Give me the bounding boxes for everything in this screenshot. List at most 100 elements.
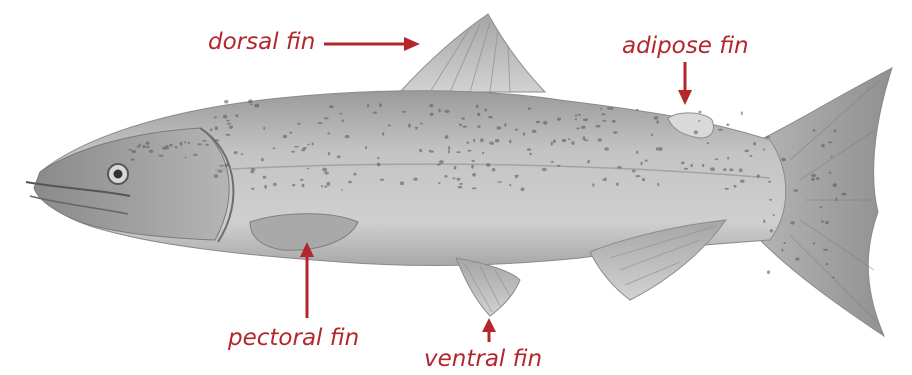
fish-spot [718,129,723,131]
dorsal-fin-label: dorsal fin [208,31,315,54]
fish-spot [175,146,178,148]
fish-spot [489,142,494,145]
adipose-fin-label: adipose fin [622,35,749,58]
fish-spot [611,107,614,110]
fish-spot [768,181,771,183]
fish-spot [302,184,305,187]
fish-spot [226,134,231,136]
fish-spot [828,142,833,144]
fish-spot [307,144,309,146]
fish-spot [527,148,531,150]
fish-spot [769,199,772,201]
fish-spot [529,153,531,156]
fish-spot [149,150,153,153]
fish-spot [301,148,305,151]
fish-spot [439,160,444,164]
fish-spot [584,139,589,141]
fish-spot [294,146,299,148]
fish-spot [515,175,518,178]
fish-spot [289,132,292,134]
fish-spot [781,249,783,252]
fish-spot [723,168,727,171]
fish-spot [528,107,531,109]
fish-spot [575,118,577,120]
fish-spot [562,139,566,142]
fish-spot [763,220,765,223]
fish-spot [823,249,828,251]
fish-spot [550,161,554,163]
fish-spot [169,144,173,147]
fish-spot [602,120,606,122]
fish-spot [656,120,658,124]
fish-spot [218,170,223,172]
fish-spot [180,143,182,146]
dorsal-fin-shape [400,14,545,92]
fish-spot [229,126,233,129]
fish-spot [251,188,254,190]
fish-spot [773,214,775,216]
fish-spot [482,152,484,154]
fish-spot [811,178,815,181]
fish-spot [473,139,475,142]
fish-spot [707,142,709,144]
fish-spot [456,151,461,153]
fish-spot [382,132,384,136]
fish-spot [185,157,187,159]
fish-spot [813,242,815,244]
fish-spot [725,188,729,190]
fish-spot [612,120,616,123]
fish-spot [753,142,756,145]
fish-spot [471,165,474,169]
fish-spot [821,220,824,222]
fish-spot [795,258,799,261]
fish-spot [402,111,406,113]
dorsal-fin-arrow [324,37,420,51]
fish-spot [454,166,457,170]
fish-spot [833,183,837,187]
fish-spot [365,146,367,149]
fish-spot [193,154,197,156]
fish-spot [128,149,131,151]
fish-spot [757,174,760,177]
fish-spot [444,110,449,113]
fish-spot [825,221,829,224]
ventral-fin-arrow [482,318,496,342]
fish-spot [342,119,344,122]
fish-spot [438,109,440,113]
fish-spot [388,124,391,126]
fish-spot [345,135,350,138]
fish-spot [312,143,314,146]
fish-spot [159,155,164,157]
fish-spot [205,144,208,146]
fish-spot [495,139,500,142]
fish-spot [415,127,419,129]
fish-spot [448,146,450,150]
fish-spot [835,198,837,202]
fish-spot [131,159,135,161]
fish-spot [820,206,822,209]
fish-spot [348,181,352,184]
fish-spot [749,155,752,157]
fish-spot [715,158,719,160]
fish-spot [766,136,770,138]
fish-spot [136,146,140,148]
fish-spot [234,151,238,154]
fish-spot [739,168,743,172]
fish-spot [617,166,622,168]
fish-spot [770,229,773,232]
fish-spot [273,147,276,149]
fish-spot [430,113,434,116]
fish-spot [472,187,477,189]
fish-spot [826,263,829,265]
fish-spot [263,127,265,130]
fish-spot [457,178,461,181]
fish-spot [445,135,449,139]
fish-spot [452,178,455,180]
fish-spot [645,160,648,162]
fish-spot [340,113,342,115]
fish-spot [602,113,606,115]
fish-spot [578,114,581,116]
fish-spot [377,157,379,160]
fish-spot [188,142,190,144]
